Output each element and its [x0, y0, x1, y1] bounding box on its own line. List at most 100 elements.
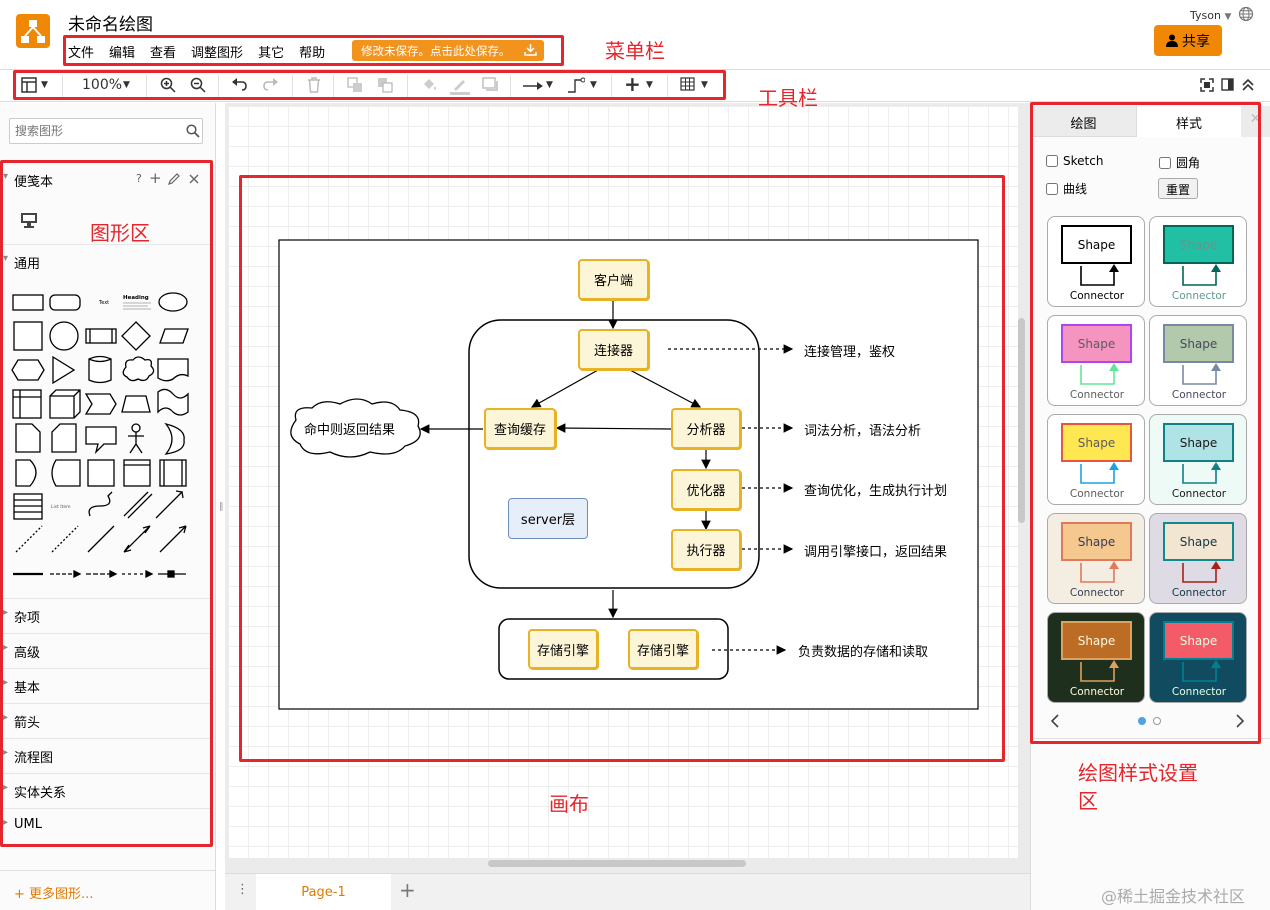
shadow-icon[interactable] — [482, 77, 499, 92]
menu-edit[interactable]: 编辑 — [109, 46, 136, 61]
chevron-down-icon[interactable]: ▼ — [41, 80, 48, 90]
to-front-icon[interactable] — [347, 77, 363, 93]
undo-icon[interactable] — [231, 77, 248, 91]
user-name[interactable]: Tyson ▼ — [1190, 9, 1231, 22]
menu-help[interactable]: 帮助 — [299, 46, 326, 61]
close-panel-icon[interactable]: ✕ — [1241, 106, 1270, 137]
section-flowchart[interactable]: 流程图 — [0, 738, 210, 772]
add-page-icon[interactable]: + — [399, 878, 416, 902]
chevron-down-icon[interactable]: ▼ — [701, 80, 708, 90]
menu-extras[interactable]: 其它 — [258, 46, 285, 61]
section-advanced[interactable]: 高级 — [0, 633, 210, 667]
insert-plus-icon[interactable]: + — [624, 72, 641, 96]
close-icon[interactable] — [189, 174, 199, 184]
line-color-icon[interactable] — [450, 77, 470, 95]
format-panel-icon[interactable] — [1221, 78, 1234, 91]
zoom-out-icon[interactable] — [190, 77, 206, 93]
fullscreen-icon[interactable] — [1200, 78, 1214, 92]
note-optimizer[interactable]: 查询优化，生成执行计划 — [804, 484, 948, 499]
carousel-dot-active[interactable] — [1138, 717, 1146, 725]
share-button[interactable]: 共享 — [1154, 25, 1222, 56]
chevron-down-icon[interactable]: ▼ — [646, 80, 653, 90]
chevron-down-icon[interactable]: ▼ — [546, 80, 553, 90]
carousel-dot[interactable] — [1153, 717, 1161, 725]
sketch-option[interactable]: Sketch — [1046, 154, 1103, 168]
menu-file[interactable]: 文件 — [68, 46, 95, 61]
collapse-icon[interactable] — [1242, 78, 1254, 91]
pencil-icon[interactable] — [168, 173, 180, 185]
node-storage-engine-1[interactable]: 存储引擎 — [528, 629, 598, 669]
page-tab[interactable]: Page-1 — [256, 874, 391, 910]
cloud-label[interactable]: 命中则返回结果 — [304, 423, 396, 438]
section-arrows[interactable]: 箭头 — [0, 703, 210, 737]
redo-icon[interactable] — [262, 77, 279, 91]
note-connector[interactable]: 连接管理，鉴权 — [804, 345, 896, 360]
sidebar-resize-handle[interactable]: ‖ — [219, 502, 224, 512]
note-executor[interactable]: 调用引擎接口，返回结果 — [804, 545, 948, 560]
menu-arrange[interactable]: 调整图形 — [191, 46, 244, 61]
search-icon[interactable] — [186, 124, 200, 138]
general-shapes-palette[interactable]: Text Heading List Item — [8, 284, 200, 584]
section-entity-relation[interactable]: 实体关系 — [0, 773, 210, 807]
shape-search-input[interactable] — [15, 120, 175, 142]
scratchpad-help-icon[interactable]: ? — [136, 172, 142, 185]
node-connector[interactable]: 连接器 — [578, 329, 649, 370]
tab-style[interactable]: 样式 — [1137, 106, 1241, 137]
section-misc[interactable]: 杂项 — [0, 598, 210, 632]
connection-arrow-icon[interactable] — [523, 82, 543, 90]
curved-checkbox[interactable] — [1046, 182, 1058, 195]
table-icon[interactable] — [680, 77, 695, 91]
zoom-in-icon[interactable] — [160, 77, 176, 93]
globe-icon[interactable] — [1238, 6, 1254, 22]
fill-color-icon[interactable] — [421, 77, 438, 93]
rounded-option[interactable]: 圆角 — [1159, 154, 1200, 171]
pages-menu-icon[interactable]: ⋮ — [236, 882, 249, 897]
more-shapes-button[interactable]: + 更多图形... — [14, 887, 94, 902]
rounded-checkbox[interactable] — [1159, 156, 1171, 169]
scratchpad-add-icon[interactable]: + — [149, 169, 162, 187]
zoom-level[interactable]: 100% — [82, 77, 123, 93]
note-storage[interactable]: 负责数据的存储和读取 — [798, 645, 929, 660]
monitor-icon[interactable] — [20, 212, 38, 228]
delete-icon[interactable] — [307, 77, 321, 93]
chevron-right-icon[interactable] — [1235, 714, 1245, 728]
node-analyzer[interactable]: 分析器 — [671, 408, 741, 449]
unsaved-changes-button[interactable]: 修改未保存。点击此处保存。 — [352, 40, 544, 61]
node-server-layer[interactable]: server层 — [508, 498, 588, 539]
node-query-cache[interactable]: 查询缓存 — [484, 408, 556, 449]
document-title[interactable]: 未命名绘图 — [68, 15, 153, 35]
sketch-checkbox[interactable] — [1046, 155, 1058, 167]
chevron-left-icon[interactable] — [1050, 714, 1060, 728]
unsaved-changes-label: 修改未保存。点击此处保存。 — [361, 44, 511, 58]
section-basic[interactable]: 基本 — [0, 668, 210, 702]
section-general[interactable]: 通用 — [0, 244, 210, 278]
section-scratchpad[interactable]: 便笺本 — [0, 163, 210, 197]
node-storage-engine-2[interactable]: 存储引擎 — [628, 629, 698, 669]
to-back-icon[interactable] — [377, 77, 393, 93]
node-client[interactable]: 客户端 — [578, 259, 649, 300]
node-executor[interactable]: 执行器 — [671, 529, 741, 570]
page-view-icon[interactable] — [21, 77, 37, 93]
chevron-down-icon[interactable]: ▼ — [123, 80, 130, 90]
horizontal-scrollbar[interactable] — [488, 860, 746, 867]
reset-button[interactable]: 重置 — [1158, 178, 1198, 199]
menu-view[interactable]: 查看 — [150, 46, 177, 61]
curved-option[interactable]: 曲线 — [1046, 180, 1087, 197]
chevron-down-icon[interactable]: ▼ — [590, 80, 597, 90]
tab-diagram[interactable]: 绘图 — [1031, 106, 1137, 137]
note-analyzer[interactable]: 词法分析，语法分析 — [804, 424, 922, 439]
vertical-scrollbar[interactable] — [1018, 318, 1025, 523]
node-optimizer[interactable]: 优化器 — [671, 469, 741, 510]
waypoints-icon[interactable] — [567, 77, 585, 93]
section-uml[interactable]: UML — [0, 808, 210, 842]
